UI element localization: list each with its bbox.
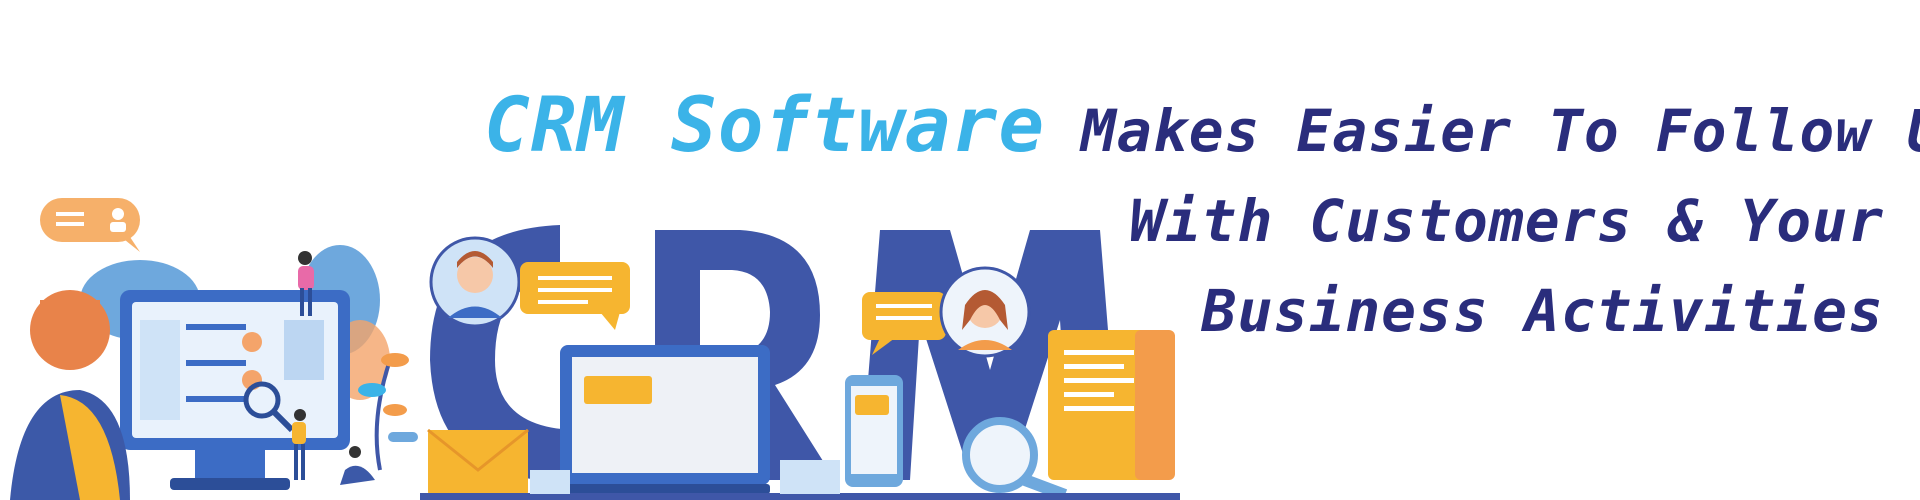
headline-brand: CRM Software: [484, 80, 1046, 169]
chat-bubble-icon: [862, 292, 946, 355]
magnifier-icon: [962, 417, 1068, 500]
envelope-icon: [427, 428, 529, 495]
phone-icon: [845, 375, 903, 487]
headline: CRM Software Makes Easier To Follow Up W…: [484, 80, 1920, 356]
chat-bubble-icon: [520, 262, 630, 330]
magnifier-icon: [243, 381, 295, 433]
plant-icon: [358, 353, 418, 471]
headline-line-3: Business Activities: [1201, 277, 1884, 345]
document-icon: [1048, 330, 1175, 480]
monitor-icon: [120, 290, 350, 490]
person-avatar-icon: [429, 236, 521, 328]
person-avatar-icon: [939, 266, 1031, 358]
headline-line1-rest: Makes Easier To Follow Up: [1081, 97, 1920, 165]
laptop-icon: [560, 345, 770, 494]
headline-line-1: CRM Software Makes Easier To Follow Up: [484, 80, 1920, 176]
chat-bubble-icon: [40, 198, 140, 252]
small-person-icon: [292, 251, 375, 485]
base-shelf: [420, 460, 1180, 500]
headline-line-2: With Customers & Your: [1129, 187, 1884, 255]
person-illustration: [10, 290, 130, 500]
